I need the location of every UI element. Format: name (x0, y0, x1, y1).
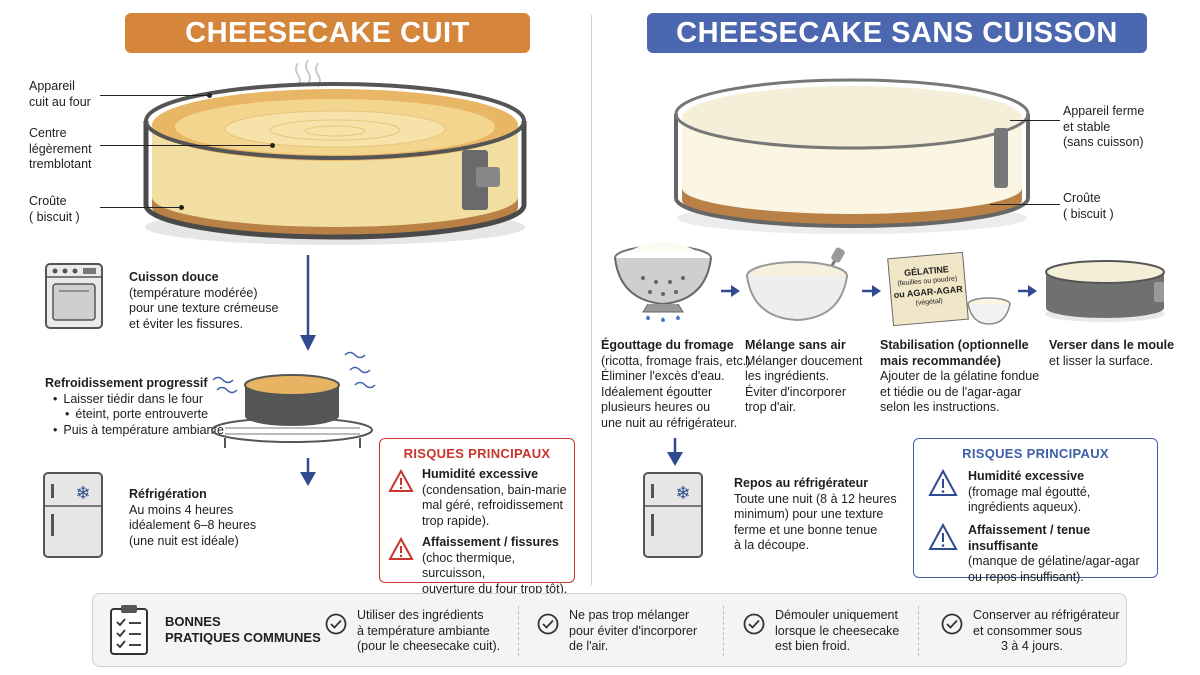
check-circle-icon (941, 613, 963, 635)
step-stabilisation: Stabilisation (optionnelle mais recomman… (880, 338, 1040, 414)
fridge-icon: ❄ (43, 472, 103, 558)
checklist-icon (110, 605, 148, 655)
leader-line (1010, 120, 1060, 121)
practice-item: Conserver au réfrigérateur et consommer … (941, 608, 1120, 655)
small-bowl-icon (967, 297, 1011, 325)
leader-line (100, 145, 272, 146)
leader-line (100, 95, 210, 96)
practice-item: Utiliser des ingrédients à température a… (325, 608, 500, 655)
leader-line (990, 204, 1060, 205)
baked-title: CHEESECAKE CUIT (185, 16, 470, 49)
practice-item: Ne pas trop mélanger pour éviter d'incor… (537, 608, 697, 655)
practice-separator (518, 606, 519, 656)
arrow-down-icon (300, 255, 316, 351)
arrow-right-icon (862, 285, 881, 297)
best-practices-title: BONNES PRATIQUES COMMUNES (165, 614, 321, 645)
warning-icon (928, 523, 958, 550)
gelatin-card-icon: GÉLATINE (feuilles ou poudre) ou AGAR-AG… (887, 251, 969, 327)
steam-line (305, 59, 311, 85)
nobake-top (682, 86, 1022, 150)
practice-item: Démouler uniquement lorsque le cheesecak… (743, 608, 899, 655)
nobake-risks-box: RISQUES PRINCIPAUX Humidité excessive (f… (913, 438, 1158, 584)
risks-title: RISQUES PRINCIPAUX (403, 446, 551, 461)
leader-dot (270, 143, 275, 148)
check-circle-icon (537, 613, 559, 635)
nobake-title-banner: CHEESECAKE SANS CUISSON (647, 13, 1147, 53)
step-verser: Verser dans le moule et lisser la surfac… (1049, 338, 1175, 368)
arrow-down-icon (300, 458, 316, 486)
label-croute-cuit: Croûte ( biscuit ) (29, 194, 80, 224)
label-centre: Centre légèrement tremblotant (29, 126, 92, 171)
step-refrigeration: Réfrigération Au moins 4 heures idéaleme… (129, 487, 257, 548)
nobake-title: CHEESECAKE SANS CUISSON (676, 16, 1118, 49)
springform-ring (143, 121, 527, 240)
label-croute-nobake: Croûte ( biscuit ) (1063, 191, 1114, 221)
warning-icon (928, 469, 958, 496)
springform-pan-icon (1045, 260, 1165, 322)
label-appareil-ferme: Appareil ferme et stable (sans cuisson) (1063, 104, 1145, 149)
risk-affaissement: Affaissement / fissures (choc thermique,… (388, 535, 574, 597)
colander-icon (614, 242, 712, 322)
step-refroidissement: Refroidissement progressif Laisser tiédi… (45, 376, 224, 438)
arrow-down-icon (667, 438, 683, 466)
center-divider (591, 15, 592, 585)
pan-latch (994, 128, 1008, 188)
risk-humidite: Humidité excessive (fromage mal égoutté,… (928, 469, 1090, 516)
warning-icon (388, 537, 414, 560)
label-appareil-cuit: Appareil cuit au four (29, 79, 91, 109)
arrow-right-icon (1018, 285, 1037, 297)
leader-dot (179, 205, 184, 210)
risk-affaissement: Affaissement / tenue insuffisante (manqu… (928, 523, 1157, 585)
warning-icon (388, 469, 414, 492)
check-circle-icon (743, 613, 765, 635)
leader-dot (207, 93, 212, 98)
svg-text:❄: ❄ (675, 483, 690, 504)
best-practices-bar: BONNES PRATIQUES COMMUNES Utiliser des i… (92, 593, 1127, 667)
baked-cheesecake-illustration (143, 59, 527, 245)
step-cuisson-douce: Cuisson douce (température modérée) pour… (129, 270, 279, 331)
risk-humidite: Humidité excessive (condensation, bain-m… (388, 467, 567, 529)
arrow-right-icon (721, 285, 740, 297)
step-melange: Mélange sans air Mélanger doucement les … (745, 338, 863, 414)
step-repos: Repos au réfrigérateur Toute une nuit (8… (734, 476, 897, 552)
baked-title-banner: CHEESECAKE CUIT (125, 13, 530, 53)
cooling-cake-on-rack-icon (211, 351, 376, 448)
risks-title: RISQUES PRINCIPAUX (962, 446, 1109, 461)
bowl-icon (746, 247, 848, 322)
practice-separator (723, 606, 724, 656)
fridge-icon: ❄ (643, 472, 703, 558)
leader-line (100, 207, 182, 208)
step-egouttage: Égouttage du fromage (ricotta, fromage f… (601, 338, 751, 430)
check-circle-icon (325, 613, 347, 635)
oven-icon (45, 263, 103, 329)
baked-risks-box: RISQUES PRINCIPAUX Humidité excessive (c… (379, 438, 575, 596)
practice-separator (918, 606, 919, 656)
pan-latch (462, 150, 488, 210)
svg-text:❄: ❄ (75, 483, 90, 504)
nobake-cheesecake-illustration (674, 78, 1030, 234)
